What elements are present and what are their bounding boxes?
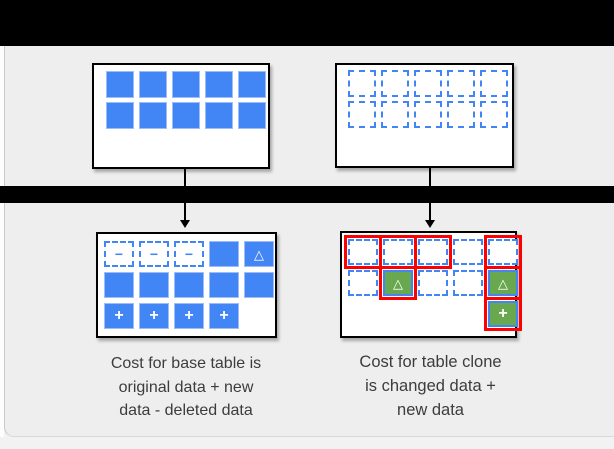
plus-symbol: +: [114, 307, 124, 324]
table-clone-initial-box: [335, 63, 514, 168]
plus-symbol: +: [149, 307, 159, 324]
cell-solid: [209, 241, 239, 267]
cell-solid: [244, 272, 274, 298]
cell-solid: [139, 102, 167, 129]
base-table-original-box: [92, 63, 270, 169]
triangle-symbol: △: [254, 246, 264, 262]
cell-solid: [205, 102, 233, 129]
cell-solid-plus: +: [174, 303, 204, 329]
arrow-head-icon: [180, 220, 190, 228]
cell-dashed: [447, 70, 475, 97]
cell-green-triangle-red: △: [484, 266, 522, 300]
triangle-symbol: △: [393, 275, 403, 291]
cell-dashed-minus: −: [139, 241, 169, 267]
cell-solid-plus: +: [104, 303, 134, 329]
plus-symbol: +: [498, 305, 508, 322]
cell-dashed: [453, 239, 483, 265]
cell-dashed: [418, 270, 448, 296]
arrow-head-icon: [425, 220, 435, 228]
cell-dashed: [414, 101, 442, 128]
cell-solid: [104, 272, 134, 298]
cell-dashed-red: [414, 235, 452, 269]
cell-dashed-minus: −: [174, 241, 204, 267]
cell-solid: [209, 272, 239, 298]
minus-symbol: −: [114, 246, 124, 262]
page-left-gutter: [0, 46, 4, 437]
cell-green-triangle-red: △: [379, 266, 417, 300]
base-table-original-grid: [94, 65, 268, 129]
cell-dashed-red: [484, 235, 522, 269]
cell-solid: [238, 71, 266, 98]
cell-solid: [139, 272, 169, 298]
cell-solid-plus: +: [209, 303, 239, 329]
table-clone-cost-caption: Cost for table clone is changed data + n…: [359, 353, 502, 419]
cell-dashed: [381, 101, 409, 128]
cell-dashed: [414, 70, 442, 97]
cell-dashed: [381, 70, 409, 97]
cell-dashed-red: [344, 235, 382, 269]
cell-solid: [106, 102, 134, 129]
cell-green-plus-red: +: [484, 297, 522, 331]
cell-dashed: [348, 70, 376, 97]
table-clone-after-changes-grid: △ △ +: [342, 233, 522, 331]
cell-solid: [106, 71, 134, 98]
cell-solid: [139, 71, 167, 98]
minus-symbol: −: [149, 246, 159, 262]
cell-dashed: [348, 101, 376, 128]
cell-solid-triangle: △: [244, 241, 274, 267]
base-table-after-changes-grid: − − − △ + + + +: [98, 234, 275, 329]
table-clone-initial-grid: [337, 65, 512, 128]
arrow-shaft: [429, 168, 431, 221]
cell-solid: [172, 71, 200, 98]
triangle-symbol: △: [498, 275, 508, 291]
plus-symbol: +: [184, 307, 194, 324]
cell-dashed-red: [379, 235, 417, 269]
cell-dashed: [348, 270, 378, 296]
cell-solid: [205, 71, 233, 98]
cell-dashed-minus: −: [104, 241, 134, 267]
table-clone-after-changes-box: △ △ +: [340, 231, 522, 338]
cell-dashed: [480, 101, 508, 128]
cell-dashed: [480, 70, 508, 97]
base-table-cost-caption: Cost for base table is original data + n…: [110, 355, 262, 419]
cell-solid: [174, 272, 204, 298]
arrow-shaft: [184, 169, 186, 221]
base-table-after-changes-box: − − − △ + + + +: [96, 232, 277, 338]
cell-solid: [238, 102, 266, 129]
top-black-bar: [0, 0, 614, 46]
cell-solid: [172, 102, 200, 129]
cell-solid-plus: +: [139, 303, 169, 329]
cell-dashed: [447, 101, 475, 128]
plus-symbol: +: [219, 307, 229, 324]
minus-symbol: −: [184, 246, 194, 262]
cell-dashed: [453, 270, 483, 296]
middle-black-bar: [0, 186, 614, 203]
